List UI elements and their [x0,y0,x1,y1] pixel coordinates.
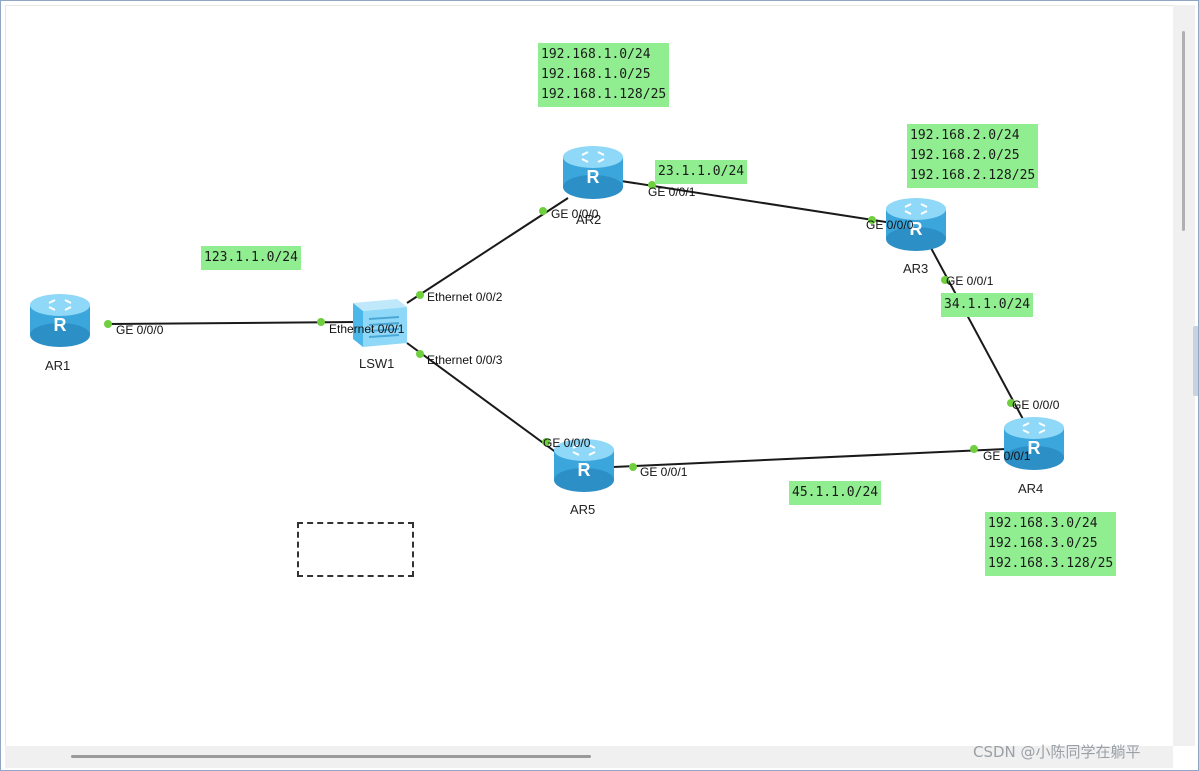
port-dot [317,318,325,326]
device-label-ar4: AR4 [1018,481,1044,496]
device-label-ar2: AR2 [576,212,602,227]
watermark: CSDN @小陈同学在躺平 [973,743,1141,761]
router-icon[interactable]: R [553,438,615,494]
vertical-scroll-thumb[interactable] [1182,31,1185,231]
device-label-lsw1: LSW1 [359,356,395,371]
network-label-ar3-lans[interactable]: 192.168.2.0/24 192.168.2.0/25 192.168.2.… [907,124,1039,188]
network-entry: 192.168.2.0/24 [910,128,1020,143]
link-lsw1-ar5[interactable] [406,342,562,457]
svg-text:R: R [910,219,923,239]
port-label: GE 0/0/1 [640,465,688,479]
network-entry: 192.168.1.0/25 [541,67,651,82]
network-label-ar2-lans[interactable]: 192.168.1.0/24 192.168.1.0/25 192.168.1.… [538,43,670,107]
port-label: GE 0/0/0 [543,436,591,450]
port-dot [868,216,876,224]
network-entry: 23.1.1.0/24 [658,164,745,179]
network-entry: 192.168.3.0/24 [988,516,1098,531]
vertical-scrollbar[interactable] [1173,5,1195,746]
svg-text:R: R [587,167,600,187]
port-dot [416,350,424,358]
network-entry: 192.168.2.0/25 [910,148,1020,163]
svg-text:R: R [578,460,591,480]
dashed-area-box[interactable] [297,522,414,577]
port-dot [542,438,550,446]
port-dot [539,207,547,215]
port-label: GE 0/0/1 [648,185,696,199]
router-icon[interactable]: R [562,145,624,201]
panel-grip[interactable] [1193,326,1198,396]
network-entry: 192.168.2.128/25 [910,168,1036,183]
link-ar1-lsw1[interactable] [107,321,357,325]
network-label-link-23[interactable]: 23.1.1.0/24 [655,160,748,184]
port-label: GE 0/0/0 [551,207,599,221]
network-label-link-34[interactable]: 34.1.1.0/24 [941,293,1034,317]
port-label: Ethernet 0/0/3 [427,353,503,367]
router-icon[interactable]: R [1003,416,1065,472]
link-ar2-ar3[interactable] [620,180,900,225]
port-label: GE 0/0/0 [116,323,164,337]
port-dot [970,445,978,453]
network-entry: 34.1.1.0/24 [944,297,1031,312]
device-label-ar5: AR5 [570,502,596,517]
network-label-link-123[interactable]: 123.1.1.0/24 [201,246,301,270]
svg-text:R: R [54,315,67,335]
port-dot [941,276,949,284]
port-dot [416,291,424,299]
device-label-ar3: AR3 [903,261,929,276]
port-dot [648,181,656,189]
network-entry: 45.1.1.0/24 [792,485,879,500]
network-label-link-45[interactable]: 45.1.1.0/24 [789,481,882,505]
port-dot [1007,399,1015,407]
port-label: GE 0/0/0 [866,218,914,232]
link-ar5-ar4[interactable] [612,448,1007,468]
port-label: GE 0/0/0 [1012,398,1060,412]
network-entry: 192.168.1.128/25 [541,87,667,102]
links-layer [107,180,1025,468]
network-entry: 123.1.1.0/24 [204,250,298,265]
port-label: Ethernet 0/0/1 [329,322,405,336]
router-icon[interactable]: R [885,197,947,253]
network-entry: 192.168.3.128/25 [988,556,1114,571]
device-label-ar1: AR1 [45,358,71,373]
svg-text:R: R [1028,438,1041,458]
network-label-ar4-lans[interactable]: 192.168.3.0/24 192.168.3.0/25 192.168.3.… [985,512,1117,576]
port-label: GE 0/0/1 [946,274,994,288]
switch-icon[interactable] [351,293,411,351]
port-label: Ethernet 0/0/2 [427,290,503,304]
network-entry: 192.168.3.0/25 [988,536,1098,551]
port-dot [629,463,637,471]
port-label: GE 0/0/1 [983,449,1031,463]
router-icon[interactable]: R [29,293,91,349]
horizontal-scroll-thumb[interactable] [71,755,591,758]
link-lsw1-ar2[interactable] [406,197,569,304]
port-dot [104,320,112,328]
network-entry: 192.168.1.0/24 [541,47,651,62]
